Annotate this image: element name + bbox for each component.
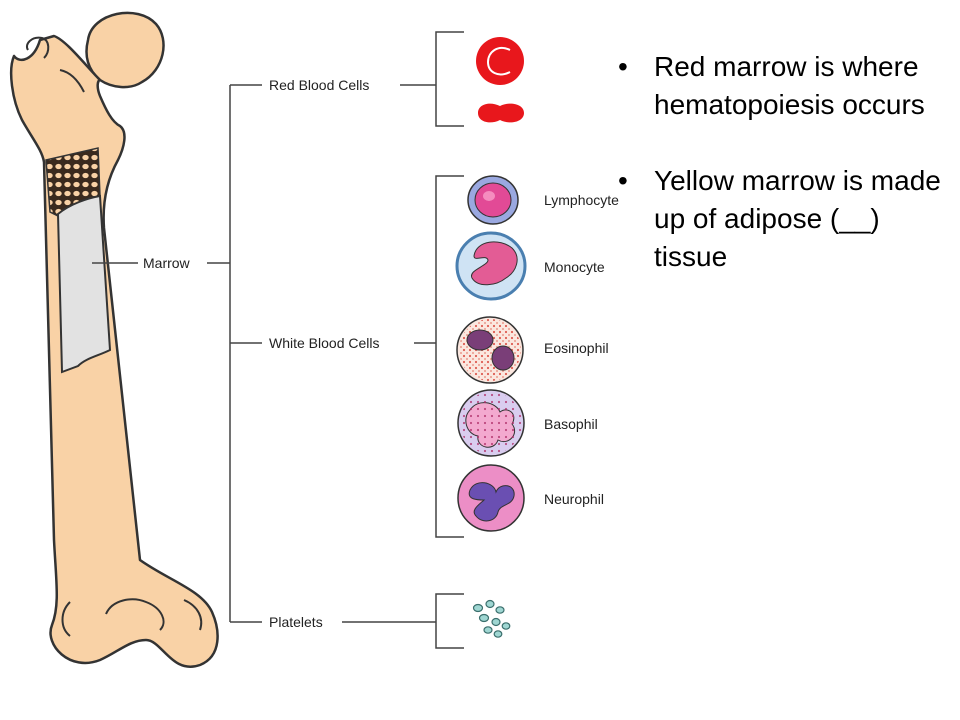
rbc-side-view	[478, 103, 524, 123]
femur-trochanter	[26, 36, 50, 59]
lymphocyte-label: Lymphocyte	[544, 192, 619, 208]
connector-lines	[92, 31, 464, 649]
rbc-dimple	[486, 46, 511, 76]
white-blood-cells	[455, 175, 527, 532]
basophil-label: Basophil	[544, 416, 598, 432]
femur-illustration	[9, 11, 219, 668]
femur-shaft	[9, 34, 219, 668]
monocyte-cell	[455, 231, 527, 301]
medullary-cavity	[56, 194, 112, 374]
monocyte-label: Monocyte	[544, 259, 605, 275]
bullet-item: Yellow marrow is made up of adipose (__)…	[618, 162, 948, 276]
femur-condyle	[105, 598, 165, 631]
femur-condyle-right	[183, 599, 203, 631]
basophil-cell	[457, 389, 525, 457]
eosinophil-label: Eosinophil	[544, 340, 609, 356]
platelets-cluster	[472, 599, 511, 638]
marrow-label: Marrow	[143, 255, 190, 271]
rbc-face-on	[476, 37, 524, 85]
white-blood-cells-label: White Blood Cells	[269, 335, 380, 351]
eosinophil-cell	[456, 316, 524, 384]
neutrophil-cell	[457, 464, 525, 532]
femur-neck-line	[59, 69, 85, 93]
lymphocyte-cell	[467, 175, 519, 225]
bullet-item: Red marrow is where hematopoiesis occurs	[618, 48, 948, 124]
red-blood-cells	[476, 37, 524, 123]
red-blood-cells-label: Red Blood Cells	[269, 77, 370, 93]
femur-head	[85, 11, 165, 89]
bullet-list: Red marrow is where hematopoiesis occurs…	[618, 48, 948, 276]
femur-condyle-left	[61, 601, 71, 637]
platelets-label: Platelets	[269, 614, 323, 630]
neurophil-label: Neurophil	[544, 491, 604, 507]
